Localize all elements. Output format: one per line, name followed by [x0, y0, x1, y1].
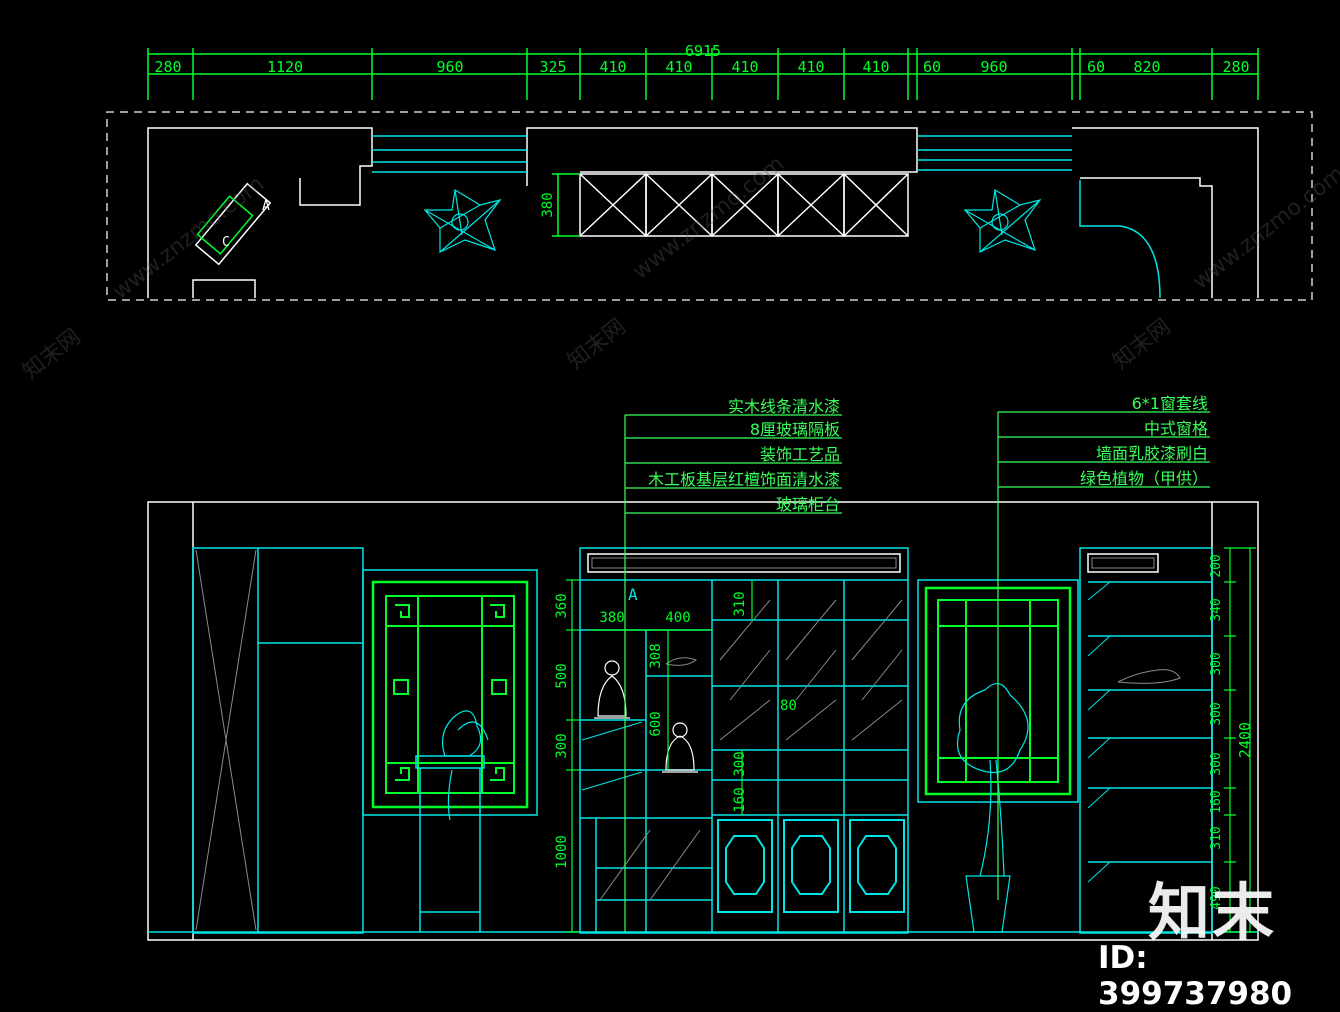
elevation-dim-label: 300 — [732, 751, 748, 776]
plan-plant-right — [963, 189, 1042, 253]
plan-window-left — [372, 135, 527, 173]
plan-plant-left — [423, 189, 502, 253]
callout-label-right: 绿色植物（甲供） — [1080, 469, 1208, 488]
plan-chair-left — [194, 182, 272, 266]
callout-label-left: 8厘玻璃隔板 — [750, 420, 840, 439]
site-watermarks: www.znzmo.com www.znzmo.com www.znzmo.co… — [18, 151, 1340, 384]
elevation-dim-label: 308 — [648, 643, 664, 668]
plan-segment-dim-label: 820 — [1133, 58, 1160, 76]
plan-cabinet-cross — [711, 173, 779, 237]
watermark-site-3: www.znzmo.com — [1188, 161, 1340, 294]
callout-label-left: 玻璃柜台 — [776, 495, 840, 514]
plan-cabinet-cross — [777, 173, 845, 237]
elevation-dim-label: 300 — [1209, 652, 1224, 675]
plan-wall-left — [147, 127, 373, 298]
plan-view — [106, 48, 1313, 301]
elevation-dim-label: 310 — [732, 591, 748, 616]
elevation-dim-label: 600 — [648, 711, 664, 736]
watermark-logo: 知末 — [1148, 876, 1277, 949]
decor-animal-left — [665, 657, 698, 666]
elevation-right-shelf — [1079, 547, 1213, 934]
callout-label-left: 木工板基层红檀饰面清水漆 — [648, 470, 840, 489]
elevation-dim-label: 1000 — [554, 835, 570, 869]
callout-label-left: 实木线条清水漆 — [728, 397, 840, 416]
plan-wall-center — [526, 127, 918, 186]
elevation-dim-center: 80 — [780, 698, 797, 714]
plan-cabinet-cell — [843, 173, 909, 237]
plan-segment-dim-label: 60 — [923, 58, 941, 76]
plan-segment-dim-label: 410 — [731, 58, 758, 76]
plan-tag-c: C — [222, 235, 230, 250]
plan-segment-dim-label: 410 — [862, 58, 889, 76]
glass-hatch — [599, 599, 903, 901]
plan-texts: 6915 380 A C 280 1120 960 325 410 410 410 410 41… — [154, 42, 1249, 250]
elevation-frame — [147, 501, 1259, 941]
plan-window-right — [917, 135, 1072, 171]
plan-dashed-boundary — [106, 111, 1313, 301]
plan-segment-dim-label: 960 — [436, 58, 463, 76]
plan-cabinet-cross — [645, 173, 713, 237]
plan-segment-dim-label: 410 — [797, 58, 824, 76]
watermark-id: ID: 399737980 — [1098, 940, 1293, 1012]
elevation-dimension-lines — [566, 547, 1256, 933]
watermark-brand-2: 知末网 — [563, 314, 630, 374]
watermark-brand-1: 知末网 — [18, 324, 85, 384]
plan-segment-dim-label: 280 — [154, 58, 181, 76]
plan-dimension-chain — [147, 48, 1259, 100]
elevation-dim-label: 490 — [1209, 886, 1224, 909]
watermark-site-1: www.znzmo.com — [108, 171, 269, 304]
elevation-dim-label: 300 — [1209, 752, 1224, 775]
elevation-dim-label: 160 — [1209, 790, 1224, 813]
elevation-dim-label: 200 — [1209, 554, 1224, 577]
elevation-tree-right — [956, 683, 1029, 933]
plan-wall-right — [1072, 127, 1259, 298]
elevation-window-left — [362, 569, 538, 816]
elevation-dim-label: 380 — [599, 610, 624, 626]
plan-total-dim: 6915 — [685, 42, 721, 60]
callout-leaders-right — [997, 411, 1210, 900]
elevation-dim-label: 400 — [665, 610, 690, 626]
elevation-tag-a: A — [628, 585, 638, 604]
callout-leaders-left — [624, 414, 842, 932]
plan-arc-right — [1079, 180, 1161, 299]
callout-label-left: 装饰工艺品 — [760, 445, 840, 464]
plan-side-dim: 380 — [540, 192, 556, 217]
elevation-view — [147, 411, 1259, 941]
watermark-brand-3: 知末网 — [1108, 314, 1175, 374]
plan-tag-a: A — [262, 199, 270, 214]
callout-label-right: 墙面乳胶漆刷白 — [1096, 444, 1208, 463]
callout-label-right: 6*1窗套线 — [1132, 394, 1208, 413]
elevation-dim-label: 360 — [554, 593, 570, 618]
callout-label-right: 中式窗格 — [1144, 419, 1208, 438]
plan-segment-dim-label: 410 — [665, 58, 692, 76]
plan-segment-dim-label: 960 — [980, 58, 1007, 76]
plan-cabinet-cross — [579, 173, 647, 237]
plan-segment-dim-label: 1120 — [267, 58, 303, 76]
elevation-dim-label: 340 — [1209, 598, 1224, 621]
plan-segment-dim-label: 325 — [539, 58, 566, 76]
plan-cabinet-cross — [843, 173, 909, 237]
elevation-overall-height: 2400 — [1236, 722, 1254, 758]
left-door-x — [195, 549, 257, 931]
plan-segment-dim-label: 60 — [1087, 58, 1105, 76]
elevation-left-door — [192, 547, 364, 934]
plan-segment-dim-label: 410 — [599, 58, 626, 76]
elevation-dim-label: 500 — [554, 663, 570, 688]
elevation-dim-label: 160 — [732, 787, 748, 812]
elevation-dim-label: 300 — [1209, 702, 1224, 725]
plan-cabinet-cells — [579, 173, 909, 237]
elevation-dim-label: 300 — [554, 733, 570, 758]
elevation-dim-label: 310 — [1209, 826, 1224, 849]
elevation-lower-doors — [717, 819, 905, 913]
elevation-plant-stand-left — [415, 710, 489, 932]
elevation-central-cabinet — [579, 547, 909, 934]
plan-segment-dim-label: 280 — [1222, 58, 1249, 76]
plan-wall-left-inner — [192, 279, 256, 298]
elevation-dimension-labels: 360 500 300 1000 380 400 308 600 310 300 160 200 340… — [554, 554, 1224, 909]
